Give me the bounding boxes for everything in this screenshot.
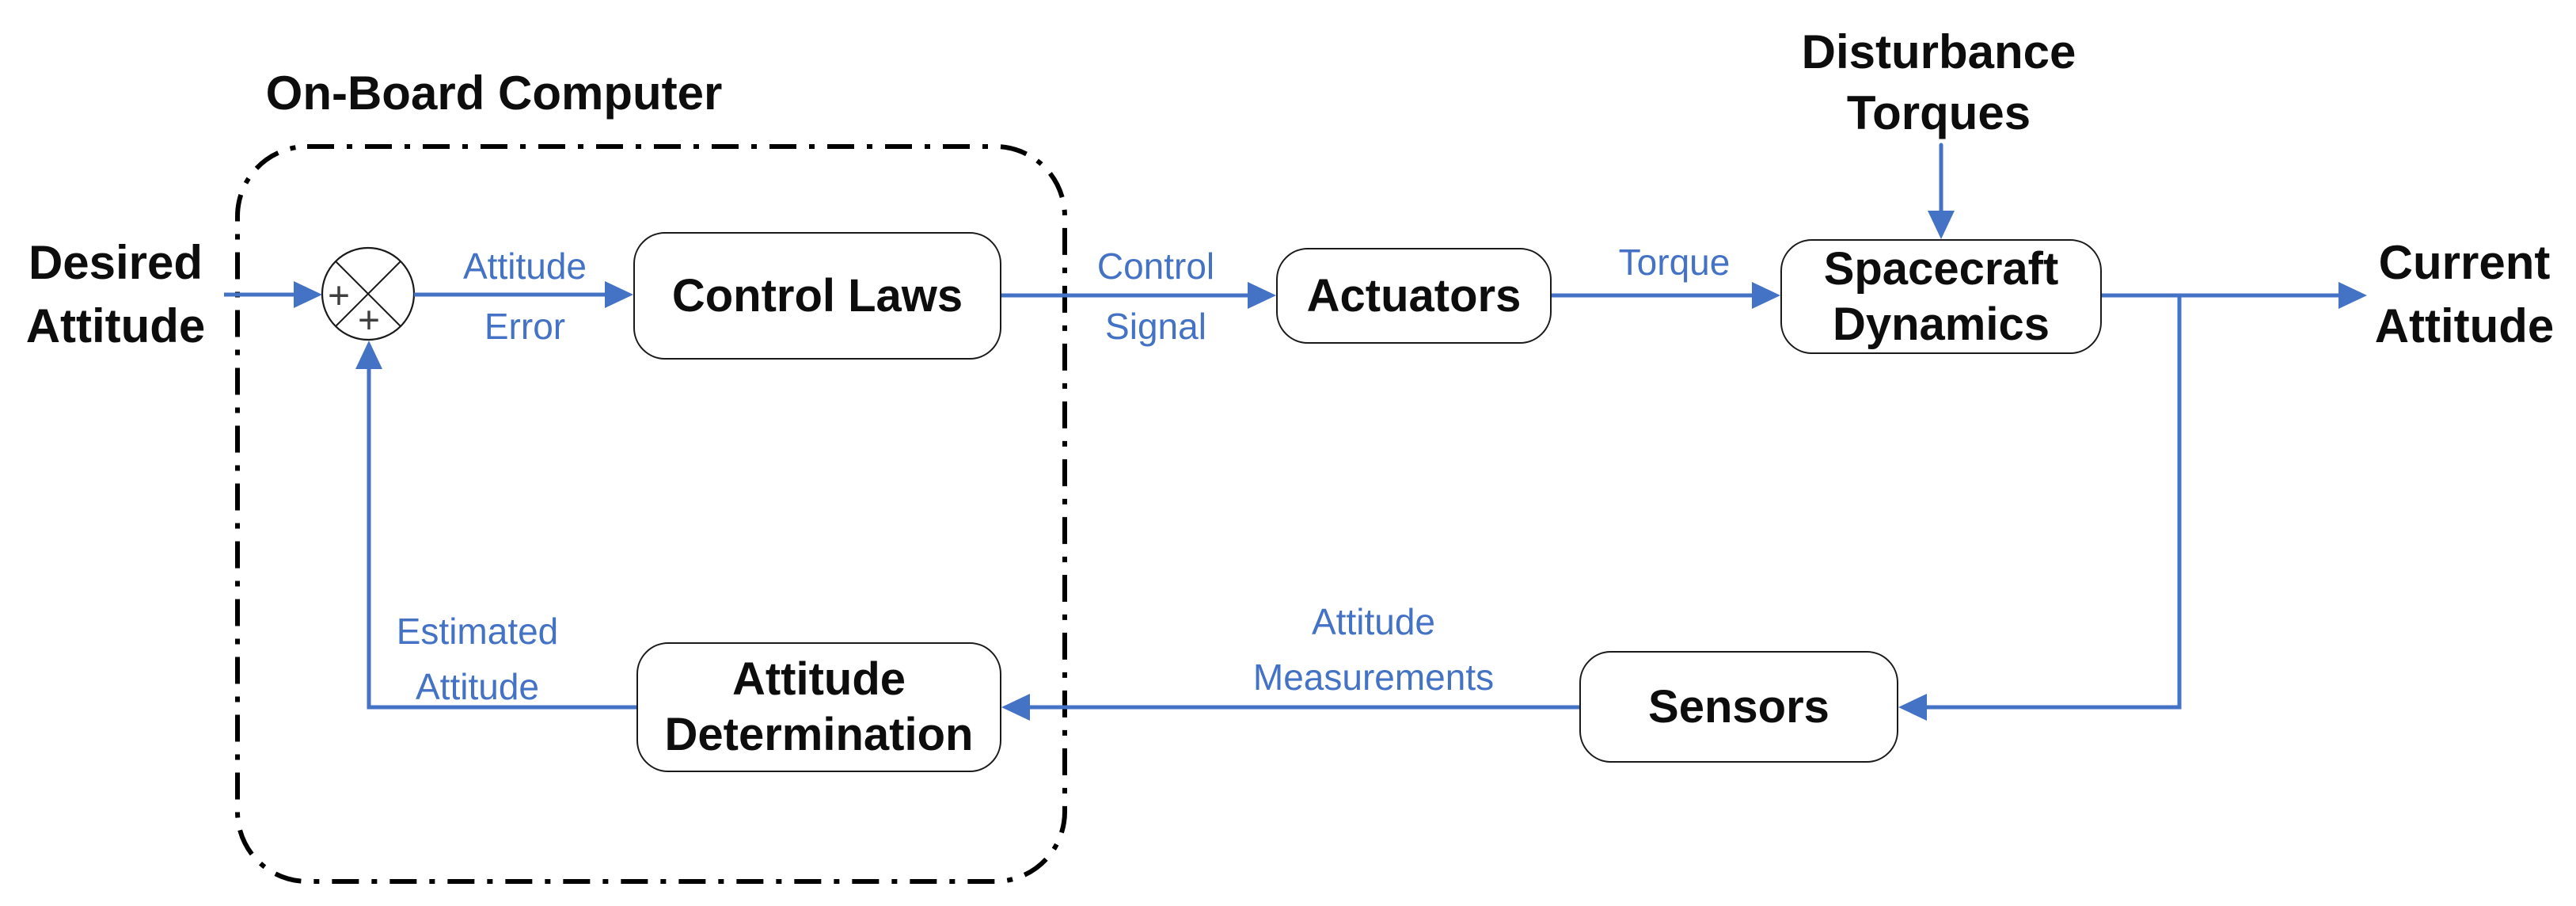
summing-sign-bottom: + [358, 300, 380, 342]
summing-sign-left: + [328, 276, 350, 318]
feedback-branch-arrowhead [1898, 694, 1927, 721]
block-sensors: Sensors [1579, 651, 1898, 763]
control-signal-label: Control Signal [1096, 246, 1215, 347]
block-actuators: Actuators [1276, 248, 1552, 344]
control-signal-arrowhead [1248, 282, 1276, 309]
torque-label: Torque [1618, 242, 1731, 283]
attitude-measurements-label: Attitude Measurements [1252, 601, 1495, 698]
estimated-attitude-arrowhead [355, 341, 382, 369]
attitude-error-arrowhead [605, 281, 633, 308]
current-attitude-arrowhead [2339, 282, 2367, 309]
desired-attitude-arrowhead [294, 281, 322, 308]
disturbance-torques-label: Disturbance Torques [1801, 25, 2076, 139]
block-attitude-determination: Attitude Determination [636, 642, 1001, 772]
estimated-attitude-line [367, 366, 636, 710]
estimated-attitude-label: Estimated Attitude [396, 611, 559, 707]
disturbance-arrowhead [1928, 211, 1955, 239]
block-actuators-label: Actuators [1306, 269, 1522, 322]
block-control-laws-label: Control Laws [671, 269, 963, 322]
block-control-laws: Control Laws [633, 232, 1001, 360]
block-sensors-label: Sensors [1648, 680, 1829, 733]
desired-attitude-label: Desired Attitude [25, 236, 206, 352]
on-board-computer-title: On-Board Computer [265, 67, 723, 120]
block-attitude-determination-label: Attitude Determination [664, 653, 974, 760]
block-spacecraft-dynamics: Spacecraft Dynamics [1780, 239, 2102, 354]
block-spacecraft-dynamics-label: Spacecraft Dynamics [1823, 242, 2059, 350]
summing-junction-diagonal [335, 261, 401, 327]
current-attitude-label: Current Attitude [2374, 236, 2555, 352]
torque-arrowhead [1752, 282, 1780, 309]
feedback-branch-line [1924, 295, 2182, 710]
attitude-measurements-arrowhead [1001, 694, 1030, 721]
attitude-error-label: Attitude Error [463, 246, 587, 347]
